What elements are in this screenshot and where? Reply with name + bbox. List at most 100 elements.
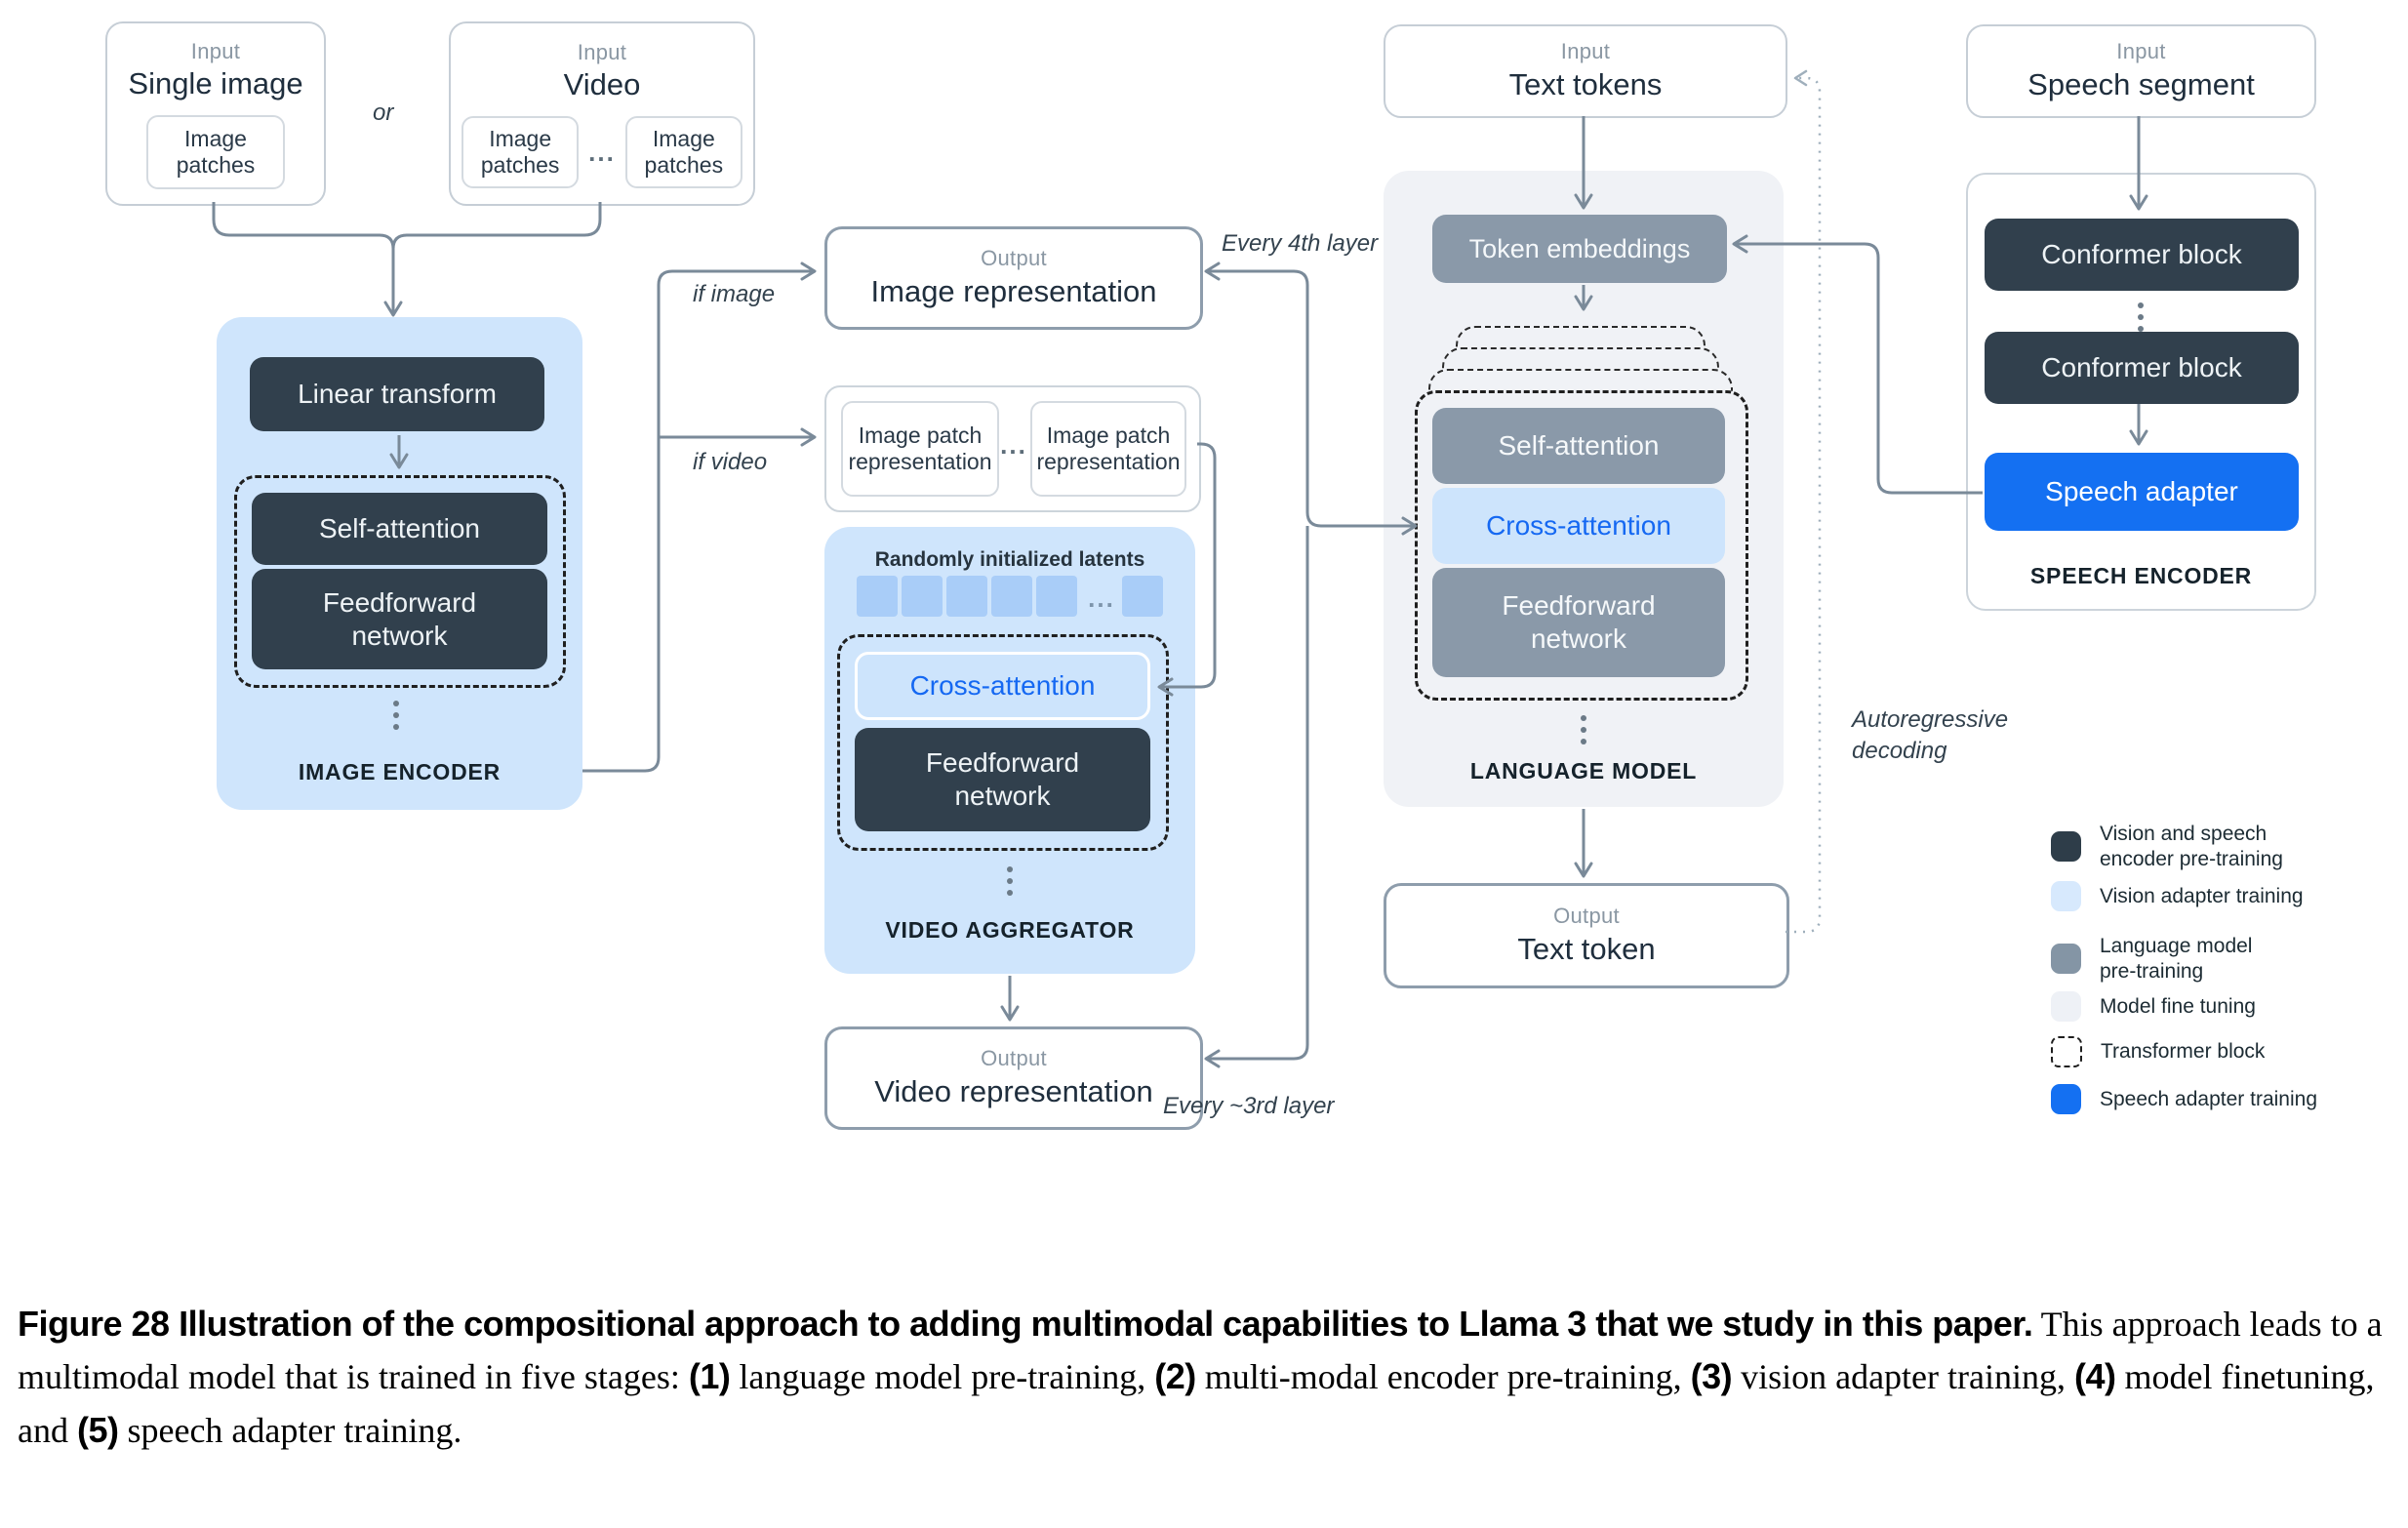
patch-representation-group: Image patch representation ... Image pat… — [824, 385, 1201, 512]
image-patches-label: Image patches — [176, 126, 256, 179]
speech-encoder-label: SPEECH ENCODER — [2029, 563, 2253, 588]
output-kicker: Output — [1553, 904, 1620, 929]
input-kicker: Input — [1560, 39, 1611, 64]
legend-label: Transformer block — [2101, 1040, 2266, 1064]
input-kicker: Input — [577, 39, 627, 64]
feedforward-label: Feedforward network — [1502, 590, 1656, 654]
self-attention-block: Self-attention — [252, 493, 547, 565]
if-image-label: if image — [693, 281, 776, 307]
caption-segment: multi-modal encoder pre-training, — [1195, 1357, 1691, 1397]
caption-segment: (3) — [1690, 1356, 1733, 1397]
ellipsis-horizontal: ... — [1000, 430, 1027, 460]
legend-item-lm: Language model pre-training — [2051, 934, 2252, 984]
legend-item-vision: Vision adapter training — [2051, 881, 2304, 911]
latent-square — [902, 576, 943, 617]
image-patches-box: Image patches — [624, 116, 742, 189]
figure-caption: Figure 28 Illustration of the compositio… — [18, 1298, 2394, 1457]
legend-label: Model fine tuning — [2100, 994, 2256, 1018]
feedforward-block: Feedforward network — [1432, 568, 1725, 677]
conformer-block-label: Conformer block — [2041, 239, 2242, 270]
cross-attention-block: Cross-attention — [1432, 488, 1725, 564]
speech-adapter-label: Speech adapter — [2045, 476, 2238, 507]
image-patch-representation-box: Image patch representation — [841, 401, 999, 497]
latent-square — [857, 576, 898, 617]
output-image-representation-box: Output Image representation — [824, 226, 1203, 330]
linear-transform-block: Linear transform — [250, 357, 544, 431]
conformer-block: Conformer block — [1985, 332, 2299, 404]
image-encoder-panel: Linear transform Self-attention Feedforw… — [217, 317, 582, 810]
caption-segment — [170, 1304, 180, 1344]
image-patches-box: Image patches — [146, 115, 285, 190]
input-speech-segment-box: Input Speech segment — [1966, 24, 2316, 118]
latent-square — [1122, 576, 1163, 617]
caption-segment: (1) — [688, 1356, 731, 1397]
input-text-tokens-title: Text tokens — [1508, 66, 1663, 101]
output-kicker: Output — [981, 1046, 1047, 1071]
image-encoder-label: IMAGE ENCODER — [298, 759, 502, 784]
caption-segment: model finetuning, and — [18, 1357, 2375, 1450]
image-patch-representation-label: Image patch representation — [1036, 422, 1181, 474]
caption-segment: This approach leads to a multimodal mode… — [18, 1305, 2383, 1397]
legend-label: Vision and speech encoder pre-training — [2100, 823, 2283, 870]
input-video-title: Video — [563, 67, 641, 102]
if-video-label: if video — [693, 449, 768, 475]
input-video-box: Input Video Image patches ... Image patc… — [449, 21, 755, 206]
legend-label: Speech adapter training — [2100, 1087, 2317, 1110]
conformer-block-label: Conformer block — [2041, 352, 2242, 383]
legend-swatch-vision — [2051, 881, 2081, 911]
legend-label: Language model pre-training — [2100, 935, 2253, 983]
feedforward-label: Feedforward network — [925, 747, 1080, 811]
latents-label: Randomly initialized latents — [874, 548, 1145, 571]
legend-item-ft: Model fine tuning — [2051, 991, 2256, 1022]
speech-adapter-block: Speech adapter — [1985, 453, 2299, 531]
image-patches-label: Image patches — [480, 126, 560, 179]
language-model-label: LANGUAGE MODEL — [1469, 758, 1698, 784]
video-aggregator-label: VIDEO AGGREGATOR — [885, 917, 1135, 943]
legend-swatch-dark — [2051, 831, 2081, 863]
input-single-image-title: Single image — [128, 66, 303, 101]
input-text-tokens-box: Input Text tokens — [1384, 24, 1787, 118]
or-label: or — [373, 100, 394, 126]
caption-segment: (2) — [1154, 1356, 1196, 1397]
output-kicker: Output — [981, 246, 1047, 271]
latent-square — [946, 576, 987, 617]
language-model-panel: Token embeddings Self-attention Cross-at… — [1384, 171, 1784, 807]
caption-segment: vision adapter training, — [1732, 1357, 2074, 1397]
output-video-representation-title: Video representation — [874, 1073, 1153, 1108]
caption-segment: language model pre-training, — [730, 1357, 1155, 1397]
legend-swatch-sa — [2051, 1084, 2081, 1114]
legend-swatch-tb — [2051, 1036, 2082, 1067]
legend-swatch-lm — [2051, 944, 2081, 975]
ellipsis-vertical — [1581, 715, 1586, 744]
image-patch-representation-label: Image patch representation — [848, 422, 992, 474]
output-image-representation-title: Image representation — [870, 273, 1157, 308]
cross-attention-block: Cross-attention — [855, 652, 1150, 720]
speech-encoder-panel: Conformer block Conformer block Speech a… — [1966, 173, 2316, 611]
latent-square — [1036, 576, 1077, 617]
self-attention-label: Self-attention — [1498, 430, 1660, 462]
every-3rd-layer-label: Every ~3rd layer — [1163, 1093, 1335, 1119]
caption-segment: (4) — [2074, 1356, 2116, 1397]
token-embeddings-label: Token embeddings — [1468, 233, 1691, 263]
image-patch-representation-box: Image patch representation — [1030, 401, 1186, 497]
input-kicker: Input — [2116, 39, 2166, 64]
image-patches-label: Image patches — [644, 126, 724, 179]
input-speech-segment-title: Speech segment — [2027, 66, 2255, 101]
transformer-block-outline — [234, 475, 566, 688]
ellipsis-horizontal: ... — [1088, 583, 1115, 613]
cross-attention-label: Cross-attention — [909, 670, 1096, 702]
caption-segment: Illustration of the compositional approa… — [179, 1304, 2033, 1344]
cross-attention-label: Cross-attention — [1486, 510, 1671, 542]
legend-swatch-ft — [2051, 991, 2081, 1022]
image-patches-box: Image patches — [462, 116, 580, 189]
latent-square — [991, 576, 1032, 617]
linear-transform-label: Linear transform — [298, 379, 497, 410]
feedforward-label: Feedforward network — [322, 586, 477, 651]
caption-segment: (5) — [76, 1409, 119, 1450]
legend-item-tb: Transformer block — [2051, 1036, 2265, 1067]
input-single-image-box: Input Single image Image patches — [105, 21, 326, 206]
every-4th-layer-label: Every 4th layer — [1222, 230, 1379, 257]
feedforward-block: Feedforward network — [855, 728, 1150, 831]
input-kicker: Input — [190, 38, 241, 63]
